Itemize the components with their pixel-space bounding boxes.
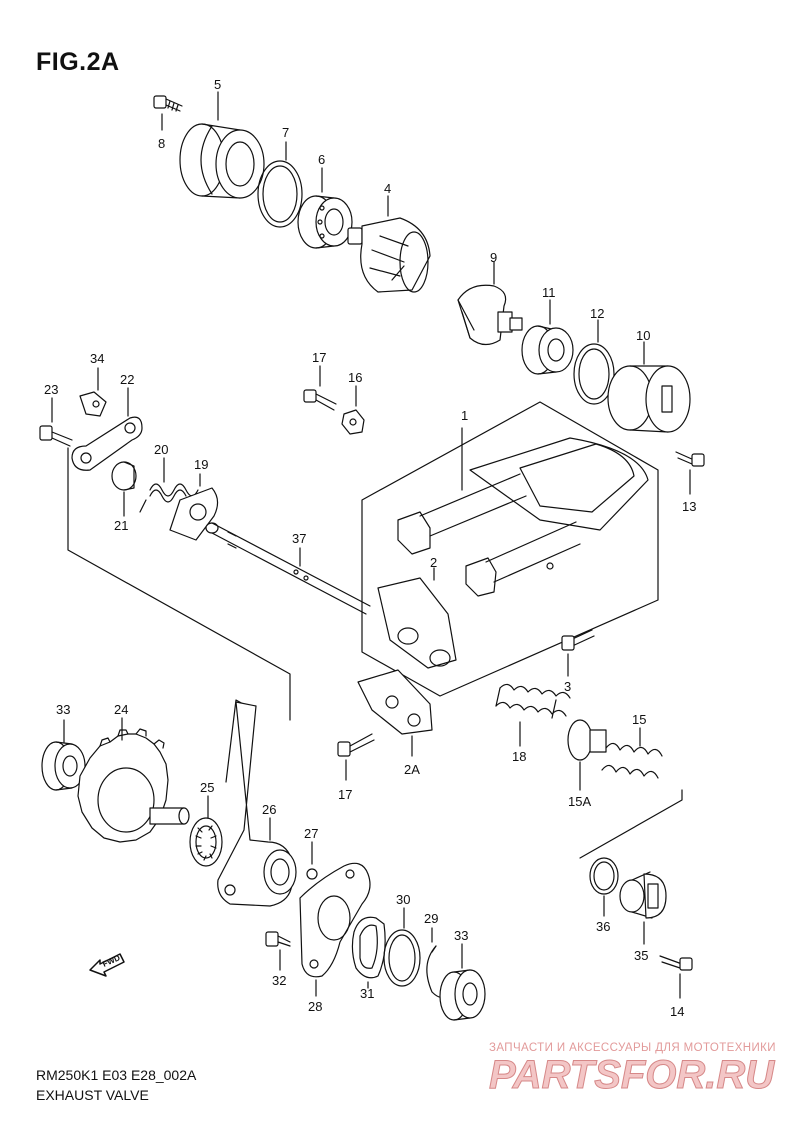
part-14-bolt — [659, 955, 693, 999]
part-18-spring — [495, 683, 571, 747]
figure-title: FIG.2A — [36, 48, 120, 76]
callout-29: 29 — [424, 911, 438, 926]
callout-12: 12 — [590, 306, 604, 321]
callout-26: 26 — [262, 802, 276, 817]
callout-32: 32 — [272, 973, 286, 988]
callout-28: 28 — [308, 999, 322, 1014]
part-9-cam-plate — [457, 261, 523, 346]
callout-3: 3 — [564, 679, 571, 694]
part-37-shaft — [205, 522, 371, 615]
part-23-bolt — [39, 397, 73, 447]
fwd-arrow-icon: FWD — [89, 953, 125, 977]
part-17-bolt-upper — [303, 365, 337, 411]
callout-2: 2 — [430, 555, 437, 570]
callout-37: 37 — [292, 531, 306, 546]
callout-labels: 1 2 2A 3 4 5 6 7 8 9 10 11 12 13 14 15 1… — [44, 77, 696, 1019]
callout-34: 34 — [90, 351, 104, 366]
callout-7: 7 — [282, 125, 289, 140]
callout-16: 16 — [348, 370, 362, 385]
part-16-nut — [341, 385, 365, 435]
part-13-bolt — [675, 451, 705, 495]
callout-30: 30 — [396, 892, 410, 907]
part-3-bolt — [561, 629, 595, 677]
part-6-bearing — [297, 167, 353, 249]
callout-27: 27 — [304, 826, 318, 841]
callout-20: 20 — [154, 442, 168, 457]
callout-24: 24 — [114, 702, 128, 717]
part-20-spring — [139, 457, 199, 513]
callout-17-upper: 17 — [312, 350, 326, 365]
part-36-o-ring — [589, 857, 619, 917]
callout-11: 11 — [542, 285, 556, 300]
part-2a-lever — [357, 669, 433, 757]
part-8-bolt — [153, 95, 183, 131]
callout-25: 25 — [200, 780, 214, 795]
callout-23: 23 — [44, 382, 58, 397]
part-15-spring — [601, 727, 663, 779]
callout-33-upper: 33 — [56, 702, 70, 717]
watermark-logo: PARTSFOR.RU — [489, 1053, 776, 1097]
assembly-group-frame — [361, 401, 659, 697]
callout-14: 14 — [670, 1004, 684, 1019]
watermark-tagline: ЗАПЧАСТИ И АКСЕССУАРЫ ДЛЯ МОТОТЕХНИКИ — [489, 1042, 776, 1054]
part-24-gear — [77, 717, 190, 843]
callout-17-lower: 17 — [338, 787, 352, 802]
callout-15: 15 — [632, 712, 646, 727]
part-12-o-ring — [573, 319, 615, 405]
part-4-valve-drum — [347, 195, 431, 293]
part-32-bolt — [265, 931, 291, 971]
part-7-o-ring — [257, 141, 303, 228]
callout-5: 5 — [214, 77, 221, 92]
callout-19: 19 — [194, 457, 208, 472]
callout-35: 35 — [634, 948, 648, 963]
part-10-cap — [607, 341, 691, 433]
part-35-cap — [619, 871, 667, 945]
part-28-gasket-plate — [299, 862, 371, 997]
part-5-housing — [179, 91, 265, 199]
part-34-clip — [79, 367, 107, 417]
part-33-bearing-lower — [439, 943, 486, 1021]
watermark-logo-text: PARTSFOR.RU — [489, 1053, 775, 1096]
part-15a-collar — [567, 719, 607, 791]
callout-6: 6 — [318, 152, 325, 167]
part-11-bearing — [521, 299, 574, 375]
part-31-seal — [351, 916, 386, 989]
model-code: RM250K1 E03 E28_002A — [36, 1067, 197, 1083]
callout-31: 31 — [360, 986, 374, 1001]
callout-13: 13 — [682, 499, 696, 514]
part-33-bearing-upper — [41, 719, 86, 791]
callout-22: 22 — [120, 372, 134, 387]
callout-8: 8 — [158, 136, 165, 151]
section-name: EXHAUST VALVE — [36, 1087, 149, 1103]
part-17-bolt-lower — [337, 733, 375, 781]
callout-15a: 15A — [568, 794, 591, 809]
part-30-o-ring — [383, 907, 421, 987]
callout-4: 4 — [384, 181, 391, 196]
part-21-collar — [111, 461, 137, 517]
part-22-link-plate — [71, 387, 143, 471]
callout-1: 1 — [461, 408, 468, 423]
callout-2a: 2A — [404, 762, 420, 777]
callout-10: 10 — [636, 328, 650, 343]
callout-33-lower: 33 — [454, 928, 468, 943]
part-1-valve-body — [397, 437, 649, 597]
part-2-lever — [377, 567, 457, 669]
part-26-lever-arm — [217, 701, 297, 907]
callout-36: 36 — [596, 919, 610, 934]
callout-18: 18 — [512, 749, 526, 764]
part-25-needle-bearing — [189, 795, 223, 867]
part-27-pin — [306, 841, 318, 880]
callout-9: 9 — [490, 250, 497, 265]
callout-21: 21 — [114, 518, 128, 533]
